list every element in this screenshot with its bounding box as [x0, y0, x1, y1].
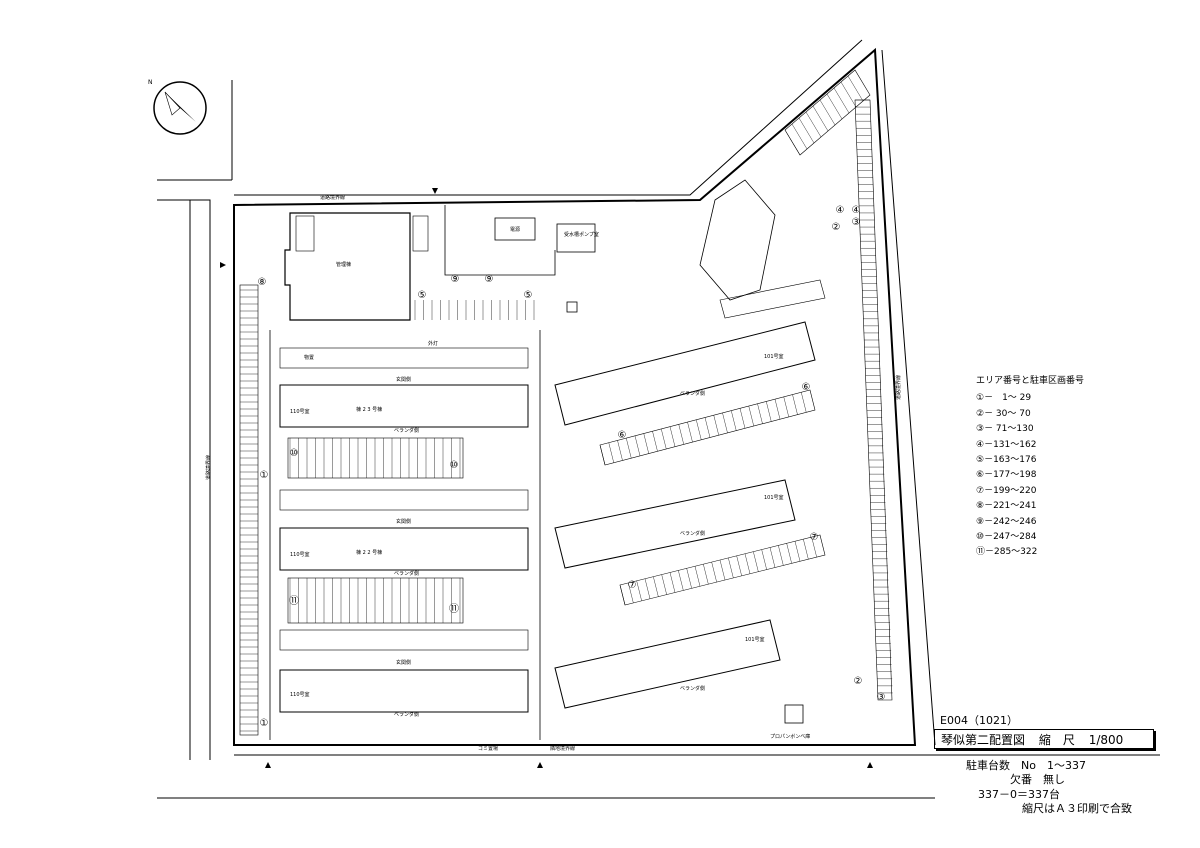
total-count: 337－0＝337台	[978, 788, 1060, 801]
legend-heading: エリア番号と駐車区画番号	[976, 376, 1085, 386]
entrance-label-2: 玄関側	[396, 518, 411, 525]
area-marker: ③	[877, 692, 886, 703]
entrance-label-3: 玄関側	[396, 659, 411, 666]
parking-east	[854, 99, 893, 701]
entry-markers	[220, 188, 873, 768]
veranda-label-5: ベランダ側	[680, 530, 705, 537]
drive-west	[269, 330, 541, 740]
road-north	[234, 39, 863, 196]
unit-110-label-2: 110号室	[290, 551, 310, 558]
legend-item: ③－ 71～130	[976, 424, 1034, 435]
title-block: 琴似第二配置図 縮 尺 1/800	[934, 729, 1154, 749]
road-east	[881, 49, 936, 746]
electric-label: 電源	[510, 226, 520, 233]
unit-101-label: 101号室	[764, 353, 784, 360]
area-marker: ⑪	[289, 595, 299, 607]
missing-numbers: 欠番 無し	[1010, 773, 1065, 786]
print-note: 縮尺はＡ３印刷で合致	[1022, 802, 1132, 815]
veranda-label-4: ベランダ側	[680, 390, 705, 397]
area-marker: ⑩	[290, 448, 299, 459]
utility-block	[494, 217, 536, 241]
area-marker: ⑦	[628, 580, 637, 591]
left-block-rows	[279, 347, 529, 713]
scale-value: 1/800	[1088, 733, 1124, 747]
block-22-label: 棟 2 2 号棟	[356, 549, 382, 556]
right-block-rows	[554, 179, 826, 709]
area-marker: ⑥	[802, 382, 811, 393]
area-marker: ①	[260, 718, 269, 729]
area-marker: ③	[852, 217, 861, 228]
area-marker: ⑧	[258, 277, 267, 288]
area-marker: ⑩	[450, 460, 459, 471]
area-marker: ④	[836, 205, 845, 216]
north-arrow-icon: N	[148, 79, 207, 135]
pump-room	[556, 223, 596, 253]
legend-item: ⑩－247～284	[976, 532, 1037, 543]
block-23-label: 棟 2 3 号棟	[356, 406, 382, 413]
drawing-title: 琴似第二配置図	[941, 733, 1026, 747]
area-marker: ⑤	[524, 290, 533, 301]
storage-label: 物置	[304, 354, 314, 361]
admin-building	[284, 212, 411, 321]
legend-item: ⑪－285～322	[976, 547, 1038, 558]
outlight-label: 外灯	[428, 340, 438, 347]
veranda-label: ベランダ側	[394, 427, 419, 434]
south-road-label: 隣地境界線	[550, 745, 575, 752]
entrance-label: 玄関側	[396, 376, 411, 383]
unit-110-label-3: 110号室	[290, 691, 310, 698]
legend-item: ④－131～162	[976, 439, 1037, 450]
parking-west	[239, 284, 259, 736]
north-road-label: 道路境界線	[320, 194, 345, 201]
area-marker: ⑥	[618, 430, 627, 441]
drawing-code: E004（1021）	[940, 714, 1018, 727]
propane-label: プロパンボンベ庫	[770, 733, 810, 740]
area-marker: ⑨	[451, 274, 460, 285]
veranda-label-3: ベランダ側	[394, 711, 419, 718]
unit-101-label-2: 101号室	[764, 494, 784, 501]
parking-count: 駐車台数 No 1～337	[966, 759, 1086, 772]
area-marker: ①	[260, 470, 269, 481]
unit-110-label: 110号室	[290, 408, 310, 415]
east-road-label: 道路境界線	[895, 375, 902, 400]
unit-101-label-3: 101号室	[745, 636, 765, 643]
area-marker: ⑨	[485, 274, 494, 285]
legend-item: ②－ 30～ 70	[976, 408, 1031, 419]
area-marker: ②	[832, 222, 841, 233]
site-boundary	[233, 47, 917, 746]
pump-room-label: 受水槽ポンプ室	[564, 231, 599, 238]
veranda-label-2: ベランダ側	[394, 570, 419, 577]
legend-item: ①－ 1～ 29	[976, 393, 1032, 404]
legend: エリア番号と駐車区画番号 ①－ 1～ 29 ②－ 30～ 70 ③－ 71～13…	[976, 374, 1116, 561]
legend-item: ⑨－242～246	[976, 516, 1037, 527]
north-label: N	[148, 79, 153, 86]
legend-item: ⑥－177～198	[976, 470, 1037, 481]
area-marker: ⑪	[449, 603, 459, 615]
west-road-label: 道路境界線	[205, 455, 212, 480]
legend-item: ⑤－163～176	[976, 455, 1037, 466]
legend-item: ⑧－221～241	[976, 501, 1037, 512]
area-marker: ⑦	[810, 532, 819, 543]
admin-label: 管理棟	[336, 261, 351, 268]
scale-label: 縮 尺	[1038, 733, 1075, 747]
veranda-label-6: ベランダ側	[680, 685, 705, 692]
waste-label: ゴミ置場	[478, 745, 498, 752]
area-marker: ④	[852, 205, 861, 216]
area-marker: ②	[854, 676, 863, 687]
area-marker: ⑤	[418, 290, 427, 301]
road-north-west	[157, 80, 233, 760]
legend-item: ⑦－199～220	[976, 485, 1037, 496]
